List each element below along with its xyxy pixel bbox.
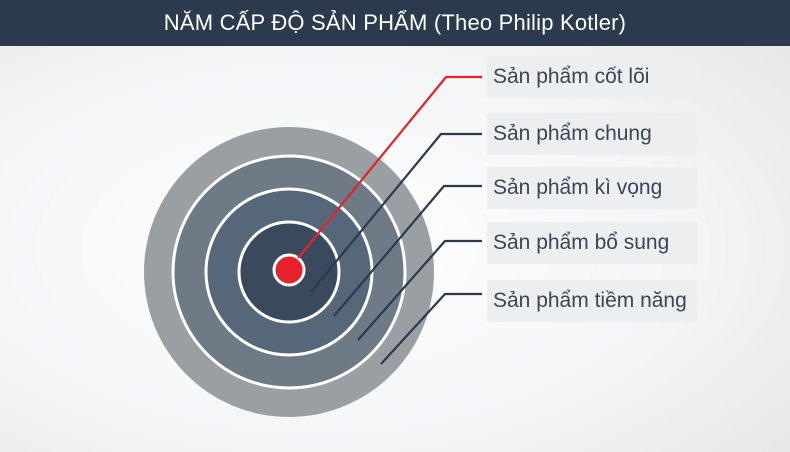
leader-line-generic [310, 132, 482, 293]
level-label-augmented: Sản phẩm bổ sung [487, 222, 697, 264]
leader-line-augmented [357, 239, 482, 341]
rings [144, 127, 434, 417]
level-label-core: Sản phẩm cốt lõi [487, 56, 697, 98]
leader-line-core [297, 75, 482, 259]
level-label-text: Sản phẩm tiềm năng [493, 289, 687, 312]
level-label-text: Sản phẩm bổ sung [493, 231, 670, 254]
level-label-text: Sản phẩm cốt lõi [493, 65, 650, 88]
title-bar: NĂM CẤP ĐỘ SẢN PHẨM (Theo Philip Kotler) [0, 0, 790, 46]
level-label-potential: Sản phẩm tiềm năng [487, 280, 697, 322]
level-label-generic: Sản phẩm chung [487, 113, 697, 155]
level-label-expected: Sản phẩm kì vọng [487, 167, 697, 209]
core-dot [272, 253, 306, 287]
leader-line-potential [380, 292, 482, 365]
level-label-text: Sản phẩm kì vọng [493, 176, 663, 199]
level-label-text: Sản phẩm chung [493, 122, 652, 145]
leader-line-expected [333, 184, 482, 317]
page-title: NĂM CẤP ĐỘ SẢN PHẨM (Theo Philip Kotler) [163, 10, 627, 35]
leader-lines [297, 75, 482, 365]
